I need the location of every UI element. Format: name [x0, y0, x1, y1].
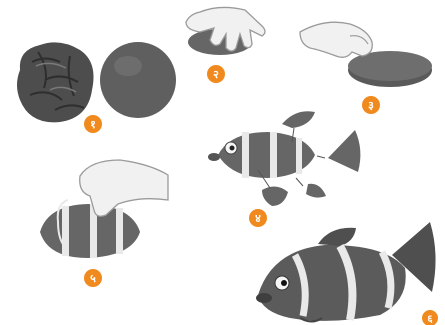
hand-wrapping-stripes-icon	[40, 160, 168, 258]
step-2-badge: २	[207, 65, 225, 83]
step-4-panel: ४	[208, 111, 360, 227]
step-1-panel: १	[17, 42, 176, 133]
step-1-badge: १	[84, 115, 102, 133]
step-5-panel: ५	[40, 160, 168, 287]
step-6-badge: ६	[422, 310, 438, 325]
step-2-number: २	[213, 68, 219, 81]
step-3-number: ३	[368, 99, 374, 112]
step-5-number: ५	[90, 272, 96, 285]
step-3-badge: ३	[362, 96, 380, 114]
step-4-number: ४	[255, 212, 261, 225]
step-1-number: १	[90, 118, 96, 131]
hand-flattening-disc-icon	[300, 22, 432, 87]
step-2-panel: २	[186, 7, 265, 83]
fish-assembly-diagram-icon	[208, 111, 360, 206]
finished-clay-fish-icon	[256, 222, 436, 322]
step-3-panel: ३	[300, 22, 432, 114]
step-6-number: ६	[427, 314, 433, 325]
step-5-badge: ५	[84, 269, 102, 287]
step-4-badge: ४	[249, 209, 267, 227]
hand-pressing-clay-icon	[186, 7, 265, 55]
step-6-panel: ६	[256, 222, 438, 325]
clay-lumps-icon	[17, 42, 176, 122]
